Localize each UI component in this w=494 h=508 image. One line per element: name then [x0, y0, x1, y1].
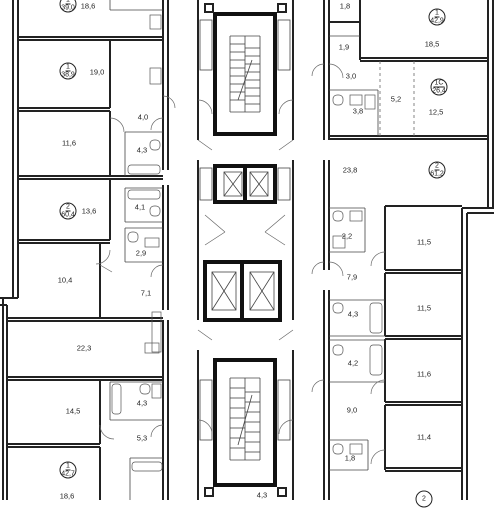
room-area-label: 1,9: [338, 42, 350, 52]
room-area-label: 7,9: [346, 272, 358, 282]
apartment-total-area: 39,0: [61, 4, 75, 12]
bottom-stairwell: [199, 358, 291, 497]
room-area-label: 9,0: [346, 405, 358, 415]
room-area-label: 4,3: [347, 309, 359, 319]
room-area-label: 19,0: [89, 67, 105, 77]
elevator-block: [199, 164, 291, 322]
room-area-label: 14,5: [65, 406, 81, 416]
left-partitions: [7, 36, 163, 448]
room-area-label: 3,8: [352, 106, 364, 116]
room-area-label: 22,3: [76, 343, 92, 353]
right-fixtures: [332, 94, 383, 455]
room-area-label: 12,5: [428, 107, 444, 117]
right-doors: [311, 63, 386, 465]
room-area-label: 18,6: [59, 491, 75, 501]
room-area-label: 18,6: [80, 1, 96, 11]
apartment-room-count: 1: [65, 0, 71, 5]
room-area-label: 4,3: [136, 398, 148, 408]
apartment-total-area: 42,9: [430, 17, 444, 25]
room-area-label: 11,5: [416, 303, 432, 313]
apartment-total-area: 42,7: [61, 470, 75, 478]
right-inner-walls: [329, 35, 415, 471]
room-area-label: 2,2: [341, 231, 353, 241]
core-doors: [197, 99, 294, 435]
room-area-label: 1,8: [339, 1, 351, 11]
left-doors: [95, 95, 176, 440]
room-area-label: 5,3: [136, 433, 148, 443]
apartment-room-count: 1С: [433, 79, 445, 88]
room-area-label: 18,5: [424, 39, 440, 49]
left-fixtures: [111, 14, 163, 472]
left-inner-walls: [99, 0, 163, 500]
apartment-total-area: 26,4: [432, 87, 446, 95]
apartment-room-count: 2: [65, 203, 71, 212]
core-walls: [197, 0, 294, 500]
room-area-label: 4,2: [347, 358, 359, 368]
left-facade: [0, 0, 19, 500]
room-area-label: 3,0: [345, 71, 357, 81]
room-area-label: 23,8: [342, 165, 358, 175]
room-area-label: 4,1: [134, 202, 146, 212]
apartment-room-count: 1: [434, 9, 440, 18]
room-area-label: 1,8: [344, 453, 356, 463]
room-area-label: 4,0: [137, 112, 149, 122]
apartment-room-count: 2: [434, 162, 440, 171]
room-area-label: 11,6: [61, 138, 77, 148]
room-area-label: 4,3: [136, 145, 148, 155]
right-partitions: [329, 0, 488, 472]
room-area-label: 11,6: [416, 369, 432, 379]
left-corridor-wall: [162, 0, 169, 500]
room-area-label: 5,2: [390, 94, 402, 104]
room-area-label: 7,1: [140, 288, 152, 298]
room-area-label: 11,5: [416, 237, 432, 247]
apartment-total-area: 38,9: [61, 71, 75, 79]
apartment-badge: 2: [415, 490, 433, 508]
top-stairwell: [199, 3, 291, 136]
room-area-label: 4,3: [256, 490, 268, 500]
room-area-label: 11,4: [416, 432, 432, 442]
apartment-room-count: 1: [65, 63, 71, 72]
apartment-room-count: 2: [422, 495, 426, 503]
apartment-total-area: 60,4: [61, 211, 75, 219]
room-area-label: 2,9: [135, 248, 147, 258]
right-corridor-wall: [323, 0, 330, 500]
right-facade: [461, 0, 494, 500]
apartment-room-count: 1: [65, 462, 71, 471]
room-area-label: 10,4: [57, 275, 73, 285]
apartment-total-area: 61,2: [430, 170, 444, 178]
room-area-label: 13,6: [81, 206, 97, 216]
